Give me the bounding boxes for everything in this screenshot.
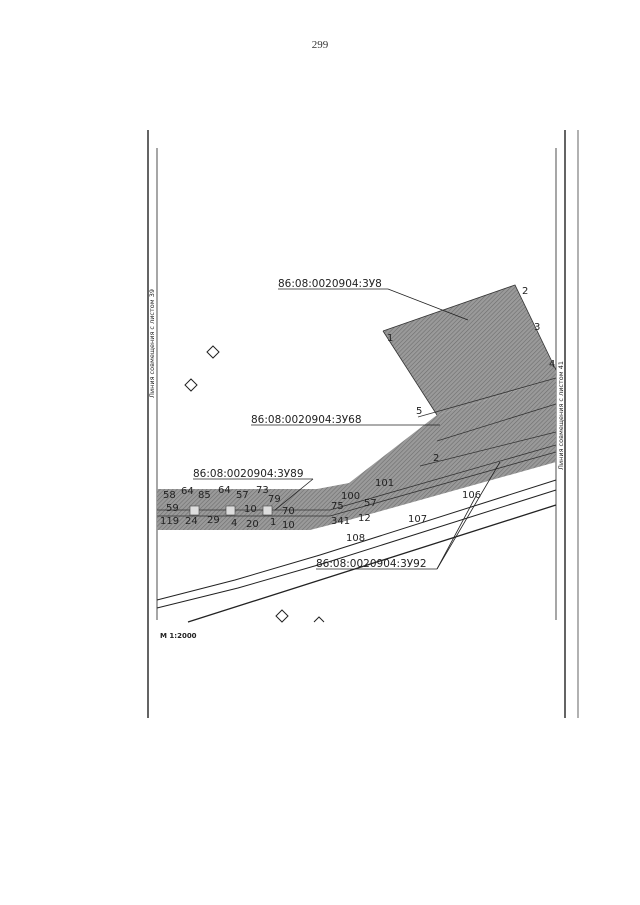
point-number: 107 [408,514,427,525]
point-number: 2 [433,453,439,464]
point-number: 20 [246,519,259,530]
point-number: 57 [236,490,249,501]
map-symbols [184,345,325,623]
diamond-symbol [206,345,220,359]
point-number: 59 [166,503,179,514]
point-number: 108 [346,533,365,544]
point-number: 70 [282,506,295,517]
point-number: 5 [416,406,422,417]
caret-symbol [313,616,325,623]
point-number: 119 [160,516,179,527]
strip-markers [189,505,273,516]
map-scale: М 1:2000 [160,632,197,640]
point-number: 79 [268,494,281,505]
point-number: 24 [185,516,198,527]
point-number: 75 [331,501,344,512]
right-match-line-label: Линия совмещения с листом 41 [557,361,565,470]
point-number: 2 [522,286,528,297]
point-number: 106 [462,490,481,501]
cadastral-labels: 86:08:0020904:3У8 86:08:0020904:3У68 86:… [193,278,427,570]
point-number: 64 [181,486,194,497]
point-number: 101 [375,478,394,489]
left-match-line-label: Линия совмещения с листом 39 [148,289,156,398]
leader-lines [193,288,501,570]
diamond-symbol [275,609,289,623]
point-number: 1 [387,333,393,344]
point-number: 1 [270,517,276,528]
parcel-3u8-area [383,285,556,415]
point-number: 341 [331,516,350,527]
point-number: 4 [549,359,555,370]
parcel-label: 86:08:0020904:3У8 [278,278,382,290]
point-number: 85 [198,490,211,501]
parcel-road-strip [157,483,349,530]
point-number: 10 [282,520,295,531]
point-numbers: 2 3 4 1 5 2 101 100 106 107 108 58 64 85… [160,286,555,544]
point-number: 57 [364,498,377,509]
hatched-parcels [157,285,556,530]
parcel-3u68-area [349,378,556,520]
diamond-symbol [184,378,198,392]
parcel-label: 86:08:0020904:3У89 [193,468,304,480]
road-lines [156,479,557,623]
point-number: 100 [341,491,360,502]
point-number: 64 [218,485,231,496]
point-number: 3 [534,322,540,333]
point-number: 4 [231,518,237,529]
parcel-label: 86:08:0020904:3У68 [251,414,362,426]
point-number: 10 [244,504,257,515]
point-number: 58 [163,490,176,501]
point-number: 73 [256,485,269,496]
point-number: 29 [207,515,220,526]
page-number: 299 [311,39,329,51]
point-number: 12 [358,513,371,524]
parcel-label: 86:08:0020904:3У92 [316,558,427,570]
